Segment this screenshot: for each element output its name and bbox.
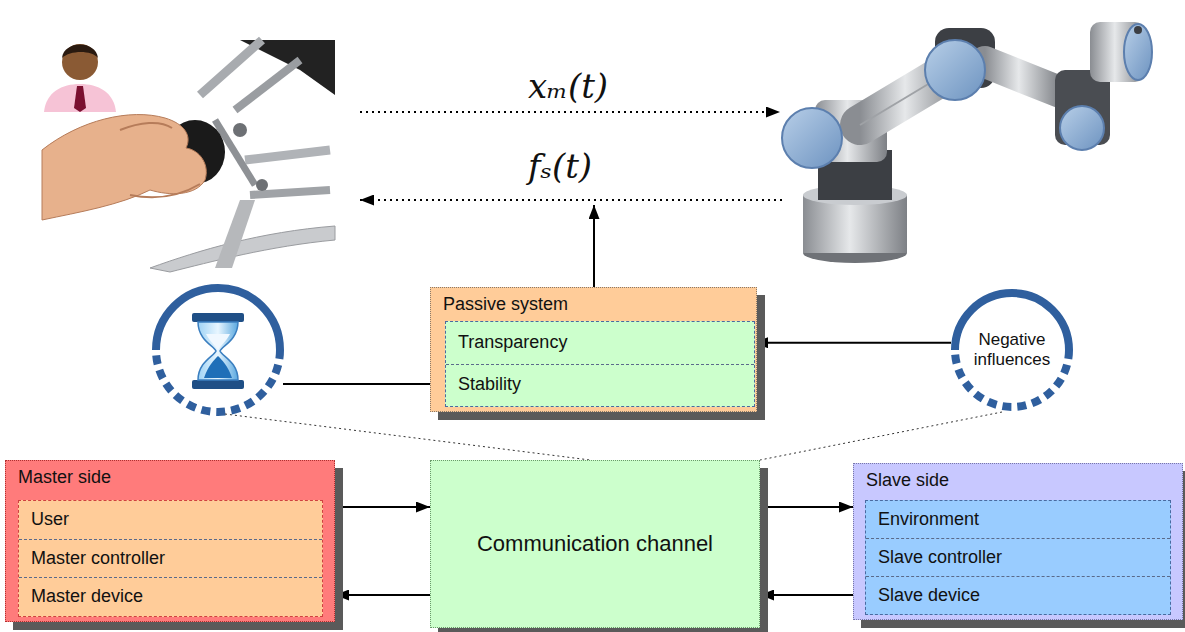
property-row: Transparency: [446, 322, 754, 364]
node-text: Slave side: [866, 470, 949, 492]
connector: [760, 594, 854, 596]
signal-label: fₛ(t): [528, 146, 592, 186]
node-text: Master device: [31, 586, 143, 608]
hourglass-circle: [156, 288, 280, 412]
node-text: Communication channel: [477, 531, 713, 557]
signal-label: xₘ(t): [528, 66, 608, 106]
node-text: Negative influences: [962, 330, 1062, 371]
component-row: User: [19, 501, 322, 539]
node-text: Stability: [458, 374, 521, 396]
user-icon: [44, 44, 116, 112]
node-text: Environment: [878, 509, 979, 531]
node-text: Slave device: [878, 585, 980, 607]
influence-circle: Negative influences: [950, 288, 1074, 412]
component-row: Master device: [19, 577, 322, 616]
component-row: Environment: [866, 501, 1170, 538]
component-row: Slave device: [866, 576, 1170, 614]
node-text: Master controller: [31, 548, 165, 570]
property-row: Stability: [446, 364, 754, 407]
component-row: Master controller: [19, 539, 322, 578]
component-row: Slave controller: [866, 538, 1170, 576]
slave-side-box: Slave sideEnvironmentSlave controllerSla…: [853, 463, 1183, 620]
inner-panel: EnvironmentSlave controllerSlave device: [865, 500, 1171, 615]
node-text: Transparency: [458, 332, 567, 354]
connector: [335, 506, 430, 508]
passive-system-box: Passive systemTransparencyStability: [430, 287, 757, 412]
connector: [760, 506, 853, 508]
inner-panel: UserMaster controllerMaster device: [18, 500, 323, 617]
connector: [335, 594, 431, 596]
node-text: Master side: [18, 467, 111, 489]
robot-arm: [782, 22, 1152, 263]
connector: [760, 412, 1002, 460]
node-text: Slave controller: [878, 547, 1002, 569]
channel-box: Communication channel: [430, 460, 760, 628]
node-text: User: [31, 509, 69, 531]
signal-lines: [225, 112, 782, 460]
node-text: Passive system: [443, 294, 568, 316]
haptic-device-photo: [42, 40, 335, 272]
master-side-box: Master sideUserMaster controllerMaster d…: [5, 460, 335, 622]
inner-panel: TransparencyStability: [445, 321, 755, 407]
connector: [754, 342, 951, 344]
